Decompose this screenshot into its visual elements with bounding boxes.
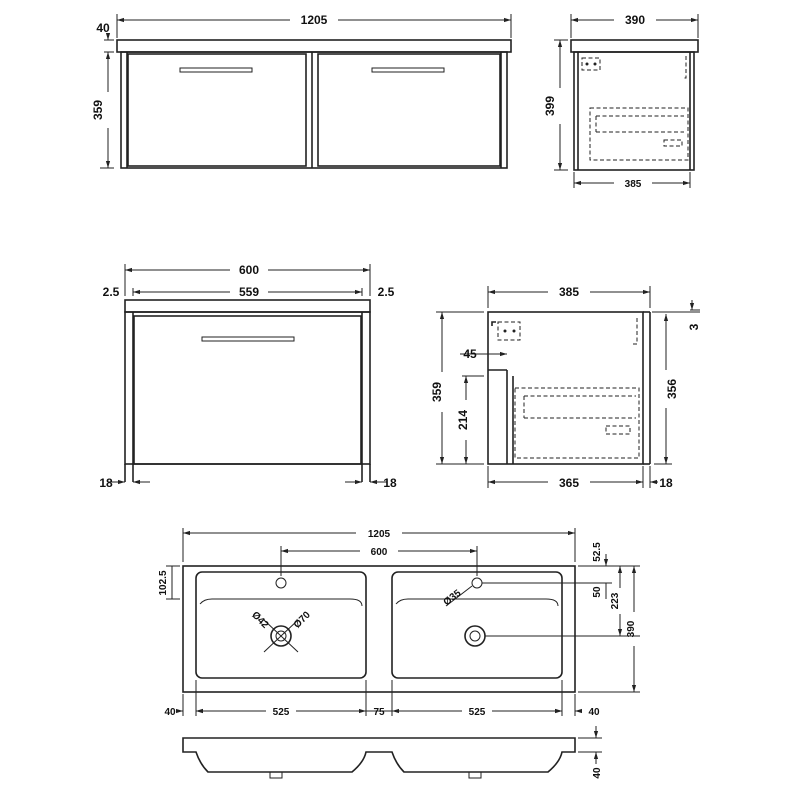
dim-bowl-right: 525	[469, 707, 486, 718]
double-unit-side-view: 390 399 385	[543, 13, 699, 190]
dim-width: 600	[239, 263, 259, 277]
dim-left-leg: 18	[99, 476, 113, 490]
drawer-pocket	[663, 139, 683, 147]
dim-right-edge: 40	[588, 707, 600, 718]
drawer-pocket	[605, 425, 631, 435]
dim-width: 1205	[368, 529, 391, 540]
dim-bowl-depth: 223	[610, 592, 621, 609]
dim-right-leg: 18	[383, 476, 397, 490]
bracket-screw	[585, 62, 589, 66]
single-unit-side-view: 385 3 359 356 45 214 365 18	[430, 285, 701, 490]
dim-gap-top: 3	[687, 323, 701, 330]
dim-right-gap: 2.5	[378, 285, 395, 299]
basin-outline	[182, 565, 576, 693]
path	[631, 318, 638, 345]
dim-offset: 45	[463, 347, 477, 361]
carcass-outline	[120, 51, 508, 169]
dim-waste-small: Ø42	[249, 610, 270, 631]
dim-left-gap: 2.5	[103, 285, 120, 299]
dim-tap-to-bowl: 50	[592, 586, 603, 598]
basin-plan-view: Ø42 Ø70 Ø35 1205 600 102.5 52.5 50 223	[158, 528, 640, 718]
waste-stub-right	[468, 771, 482, 779]
single-handle	[201, 336, 295, 342]
drawer-box	[589, 107, 689, 161]
waste-stub-left	[269, 771, 283, 779]
dim-drawer-height: 214	[456, 410, 470, 430]
dim-height: 399	[543, 96, 557, 116]
dim-inner-depth: 365	[559, 476, 579, 490]
single-unit-front-view: 600 559 2.5 2.5 18 18	[99, 263, 397, 490]
dim-depth: 385	[559, 285, 579, 299]
single-drawer-front	[133, 315, 362, 465]
path	[491, 321, 496, 326]
waste-inner	[469, 630, 481, 642]
double-unit-front-view: 1205 40 359	[91, 13, 512, 169]
waste-left	[270, 625, 292, 647]
dim-inner-width: 559	[239, 285, 259, 299]
path	[199, 598, 363, 607]
tap-hole-right	[471, 577, 483, 589]
side-carcass	[573, 51, 695, 171]
single-worktop	[124, 299, 371, 313]
drawer-front-right	[317, 53, 501, 167]
basin-profile-view: 40	[182, 726, 603, 779]
dim-waste-large: Ø70	[292, 609, 313, 630]
bracket-screw	[512, 329, 516, 333]
dim-tap-hole: Ø35	[442, 588, 464, 609]
dim-thickness: 40	[592, 767, 603, 779]
single-carcass	[124, 311, 371, 465]
dim-left-edge: 40	[164, 707, 176, 718]
dim-back: 18	[659, 476, 673, 490]
waste-inner	[275, 630, 287, 642]
ss-carcass	[487, 311, 644, 465]
basin-profile-outline	[182, 737, 576, 773]
worktop-outline	[116, 39, 512, 53]
line	[263, 619, 299, 653]
dim-height: 359	[430, 382, 444, 402]
dim-bowl-gap: 75	[373, 707, 385, 718]
line	[445, 585, 473, 607]
ss-wall-bracket	[497, 321, 521, 341]
dim-depth: 390	[625, 13, 645, 27]
dim-depth: 390	[626, 620, 637, 637]
dim-tap-spacing: 600	[371, 547, 388, 558]
bracket-screw	[593, 62, 597, 66]
dim-inner-height: 356	[665, 379, 679, 399]
ss-drawer-box	[514, 387, 640, 459]
dim-rear-margin: 52.5	[592, 542, 603, 562]
dim-top: 40	[96, 21, 110, 35]
dim-front-margin: 102.5	[158, 570, 169, 595]
dim-height: 359	[91, 100, 105, 120]
path	[395, 598, 559, 607]
bracket-screw	[503, 329, 507, 333]
handle-left	[179, 67, 253, 73]
path	[682, 56, 687, 79]
handle-right	[371, 67, 445, 73]
drawer-front-left	[127, 53, 307, 167]
dim-width: 1205	[301, 13, 328, 27]
dim-inner-depth: 385	[625, 179, 642, 190]
waste-right	[464, 625, 486, 647]
tap-hole-left	[275, 577, 287, 589]
wall-bracket	[581, 57, 601, 71]
side-worktop	[570, 39, 699, 53]
dim-bowl-left: 525	[273, 707, 290, 718]
